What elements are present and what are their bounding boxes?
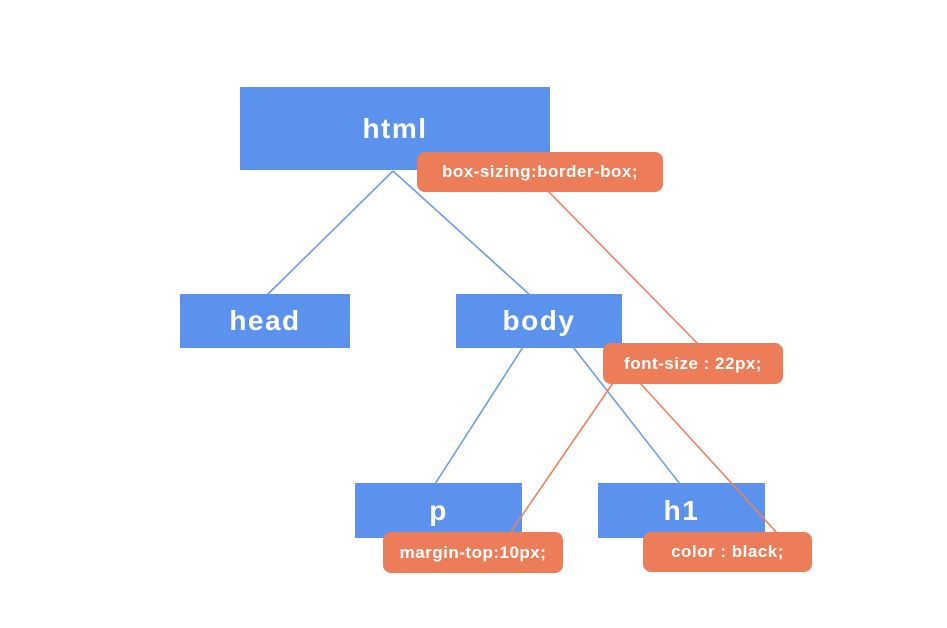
css-label-box-sizing-text: box-sizing:border-box; bbox=[441, 162, 639, 181]
edge-html-head bbox=[266, 170, 394, 296]
css-label-font-size-text: font-size : 22px; bbox=[624, 353, 762, 373]
css-label-color-text: color : black; bbox=[671, 542, 784, 561]
node-head: head bbox=[180, 294, 350, 348]
node-body: body bbox=[456, 294, 622, 348]
node-head-label: head bbox=[229, 305, 301, 336]
node-p: p bbox=[355, 483, 522, 538]
edge-body-p bbox=[434, 346, 524, 485]
css-label-font-size: font-size : 22px; bbox=[603, 343, 783, 384]
node-body-label: body bbox=[502, 305, 576, 336]
css-label-color: color : black; bbox=[643, 532, 812, 572]
node-h1: h1 bbox=[598, 483, 765, 538]
css-label-box-sizing: box-sizing:border-box; bbox=[417, 152, 663, 192]
node-h1-label: h1 bbox=[663, 494, 700, 526]
node-p-label: p bbox=[429, 494, 448, 526]
css-label-margin-top-text: margin-top:10px; bbox=[399, 542, 547, 562]
css-label-margin-top: margin-top:10px; bbox=[383, 532, 563, 573]
node-html-label: html bbox=[362, 112, 428, 144]
